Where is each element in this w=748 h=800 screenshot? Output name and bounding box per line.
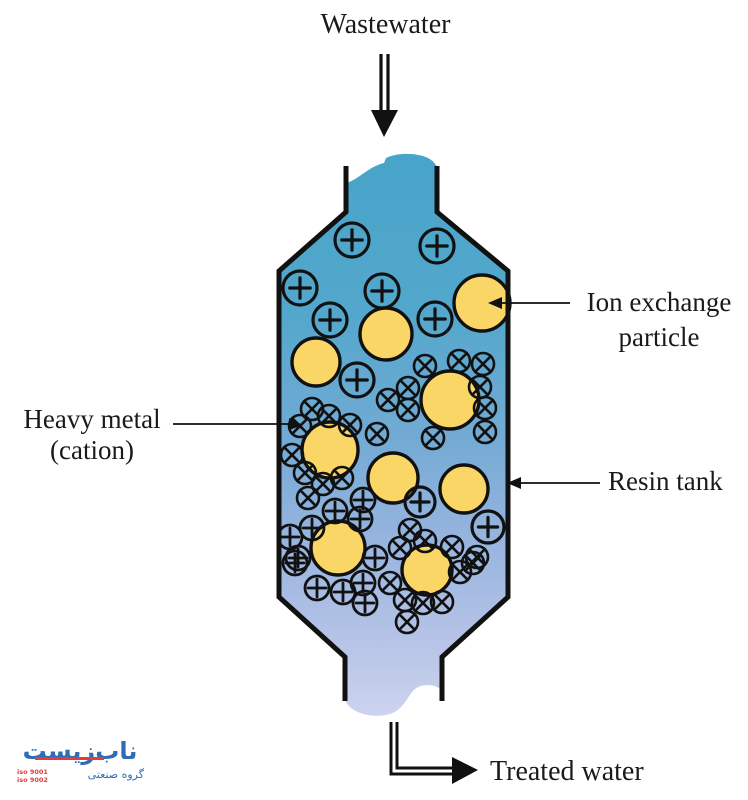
heavy-metal-pointer-arrow (173, 418, 303, 430)
resin-particle (309, 519, 367, 577)
heavy-metal-cation (333, 221, 371, 259)
treated-water-label: Treated water (490, 756, 644, 787)
bound-ion (329, 465, 355, 491)
bound-ion (295, 485, 321, 511)
heavy-metal-cation (281, 269, 319, 307)
bound-ion (472, 419, 498, 445)
bound-ion (337, 412, 363, 438)
treated-water-flow-arrow (389, 722, 478, 784)
tank-wall-left (276, 166, 349, 701)
heavy-metal-cation (311, 301, 349, 339)
resin-tank-pointer-arrow (507, 477, 600, 489)
bound-ion (412, 528, 438, 554)
bound-ion (410, 590, 436, 616)
bound-ion (375, 387, 401, 413)
heavy-metal-cation (403, 485, 437, 519)
bound-ion (377, 570, 403, 596)
logo-red-underline (35, 757, 104, 760)
bound-ion (292, 460, 318, 486)
heavy-metal-cation-small (321, 497, 349, 525)
logo-brand-text: ناب‌زیست (22, 737, 138, 765)
bound-ion (420, 425, 446, 451)
wastewater-label: Wastewater (320, 9, 451, 40)
bound-ion (446, 348, 472, 374)
resin-particle (438, 463, 490, 515)
resin-particle (358, 306, 414, 362)
resin-tank-label: Resin tank (608, 466, 723, 496)
wastewater-flow-arrow (371, 54, 398, 137)
bound-ion (364, 421, 390, 447)
resin-particle (290, 336, 342, 388)
bound-ion (429, 589, 455, 615)
heavy-metal-cation-small (349, 569, 377, 597)
resin-particle (400, 543, 454, 597)
heavy-metal-cation-small (361, 544, 389, 572)
heavy-metal-cation-small (349, 486, 377, 514)
heavy-metal-cation-small (346, 505, 374, 533)
heavy-metal-cation (363, 272, 401, 310)
logo-subtitle-text: گروه صنعتی (87, 768, 144, 781)
heavy-metal-cation-small (281, 549, 309, 577)
bound-ion (460, 550, 486, 576)
heavy-metal-label: Heavy metal (cation) (10, 404, 174, 466)
heavy-metal-label-line1: Heavy metal (23, 404, 161, 434)
ion-exchange-pointer-arrow (488, 297, 570, 309)
bound-ion (412, 353, 438, 379)
bound-ion (395, 397, 421, 423)
ion-exchange-particle-label: Ion exchange particle (578, 285, 740, 355)
ion-exchange-label-line1: Ion exchange (586, 287, 732, 317)
heavy-metal-cation-small (303, 574, 331, 602)
heavy-metal-cation (416, 300, 454, 338)
bound-ion (439, 534, 465, 560)
heavy-metal-cation (470, 509, 506, 545)
bound-ion (394, 609, 420, 635)
particles-layer (276, 221, 512, 635)
tank-wall-right (434, 166, 511, 701)
bound-ion (387, 535, 413, 561)
heavy-metal-label-line2: (cation) (50, 435, 134, 465)
bound-ion (447, 559, 473, 585)
bound-ion (472, 395, 498, 421)
heavy-metal-cation (338, 361, 376, 399)
bound-ion (470, 351, 496, 377)
resin-particle (366, 451, 420, 505)
ion-exchange-label-line2: particle (618, 322, 700, 352)
heavy-metal-cation (418, 227, 456, 265)
heavy-metal-cation-small (351, 589, 379, 617)
heavy-metal-cation-small (298, 514, 326, 542)
bound-ion (316, 403, 342, 429)
